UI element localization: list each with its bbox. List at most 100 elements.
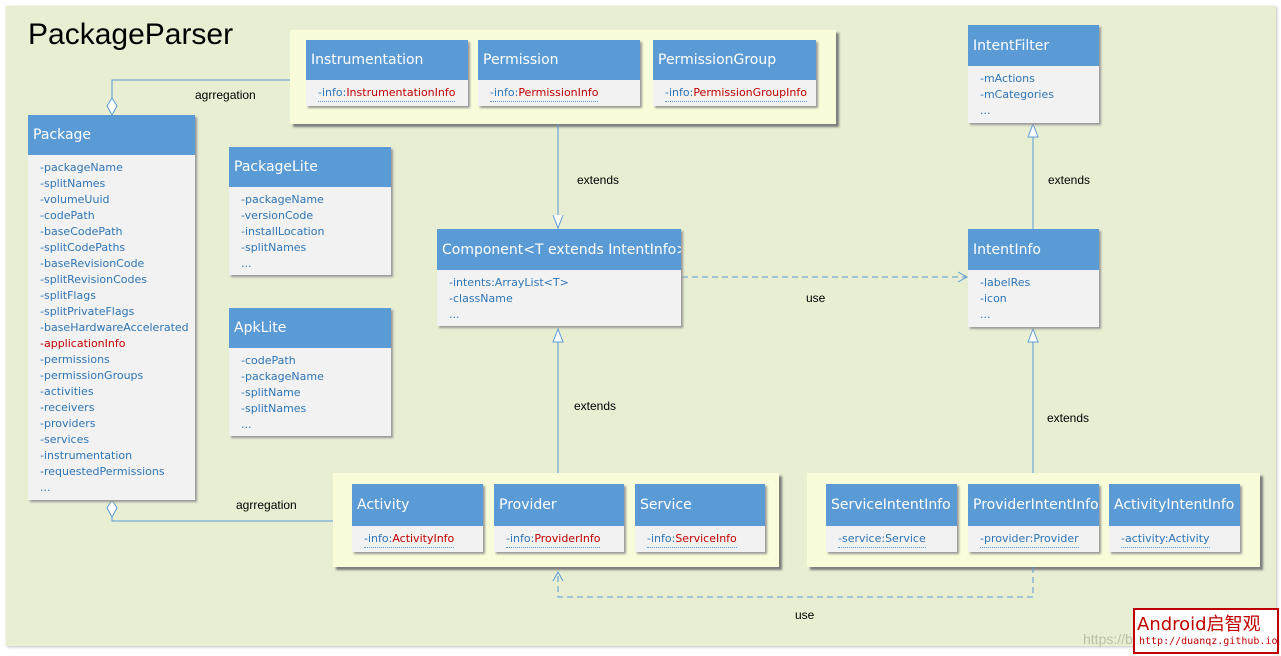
field-package-14: -activities xyxy=(40,385,94,398)
class-package-header: Package xyxy=(28,115,195,155)
field-component-0: -intents:ArrayList<T> xyxy=(449,276,569,289)
class-permissiongroup-header: PermissionGroup xyxy=(653,40,816,80)
field-providerintentinfo-provider: -provider:Provider xyxy=(980,531,1099,548)
label-aggregation-top: agrregation xyxy=(195,88,256,102)
field-package-1: -splitNames xyxy=(40,177,106,190)
class-service-header: Service xyxy=(635,484,765,526)
field-intentinfo-2: ... xyxy=(980,308,991,321)
field-packagelite-3: -splitNames xyxy=(241,241,307,254)
class-intentfilter-fields: -mActions -mCategories... xyxy=(968,66,1099,121)
field-package-0: -packageName xyxy=(40,161,123,174)
field-package-2: -volumeUuid xyxy=(40,193,110,206)
field-intentfilter-1: -mCategories xyxy=(980,88,1054,101)
field-package-6: -baseRevisionCode xyxy=(40,257,145,270)
class-service: Service -info:ServiceInfo xyxy=(635,484,765,552)
field-package-9: -splitPrivateFlags xyxy=(40,305,135,318)
field-apklite-4: ... xyxy=(241,418,252,431)
field-permission-info: -info:PermissionInfo xyxy=(490,85,640,102)
field-package-7: -splitRevisionCodes xyxy=(40,273,147,286)
aggregation-diamond-top xyxy=(106,97,118,117)
aggregation-line-bottom xyxy=(111,517,333,522)
label-aggregation-bottom: agrregation xyxy=(236,498,297,512)
field-package-13: -permissionGroups xyxy=(40,369,144,382)
use-arrow-intentinfo xyxy=(957,271,969,283)
class-permissiongroup: PermissionGroup -info:PermissionGroupInf… xyxy=(653,40,816,106)
field-packagelite-0: -packageName xyxy=(241,193,324,206)
field-service-info: -info:ServiceInfo xyxy=(647,531,765,548)
class-serviceintentinfo: ServiceIntentInfo -service:Service xyxy=(826,484,957,552)
class-activityintentinfo-header: ActivityIntentInfo xyxy=(1109,484,1240,526)
field-package-19: -requestedPermissions xyxy=(40,465,165,478)
extends-arrow-component-top xyxy=(552,214,564,230)
class-package: Package -packageName -splitNames -volumeUu… xyxy=(28,115,195,500)
class-intentinfo-header: IntentInfo xyxy=(968,229,1099,270)
class-activity: Activity -info:ActivityInfo xyxy=(352,484,483,552)
label-extends-intentinfo-service: extends xyxy=(1047,411,1090,425)
field-package-20: ... xyxy=(40,481,51,494)
diagram-title: PackageParser xyxy=(28,18,234,51)
field-intentinfo-1: -icon xyxy=(980,292,1007,305)
field-apklite-2: -splitName xyxy=(241,386,301,399)
field-packagelite-2: -installLocation xyxy=(241,225,325,238)
field-package-18: -instrumentation xyxy=(40,449,133,462)
class-intentinfo: IntentInfo -labelRes-icon... xyxy=(968,229,1099,327)
field-package-11: -applicationInfo xyxy=(40,337,126,350)
class-instrumentation-header: Instrumentation xyxy=(306,40,468,80)
extends-arrow-intentfilter xyxy=(1027,122,1039,138)
field-component-2: ... xyxy=(449,308,460,321)
class-component-fields: -intents:ArrayList<T> -className... xyxy=(437,270,681,325)
field-package-5: -splitCodePaths xyxy=(40,241,126,254)
field-intentfilter-0: -mActions xyxy=(980,72,1035,85)
field-apklite-3: -splitNames xyxy=(241,402,307,415)
field-package-10: -baseHardwareAccelerated xyxy=(40,321,189,334)
class-packagelite: PackageLite -packageName -versionCode -ins… xyxy=(229,147,391,275)
use-arrow-bottom xyxy=(552,570,564,582)
field-package-16: -providers xyxy=(40,417,96,430)
label-extends-intentinfo-filter: extends xyxy=(1048,173,1091,187)
class-apklite-header: ApkLite xyxy=(229,308,391,348)
class-intentinfo-fields: -labelRes-icon... xyxy=(968,270,1099,325)
field-provider-info: -info:ProviderInfo xyxy=(506,531,624,548)
field-serviceintentinfo-service: -service:Service xyxy=(838,531,957,548)
class-packagelite-fields: -packageName -versionCode -installLocation… xyxy=(229,187,391,274)
field-apklite-1: -packageName xyxy=(241,370,324,383)
field-apklite-0: -codePath xyxy=(241,354,296,367)
use-line-bottom xyxy=(557,567,1034,598)
class-providerintentinfo: ProviderIntentInfo -provider:Provider xyxy=(968,484,1099,552)
class-activity-header: Activity xyxy=(352,484,483,526)
field-package-4: -baseCodePath xyxy=(40,225,123,238)
class-activityintentinfo: ActivityIntentInfo -activity:Activity xyxy=(1109,484,1240,552)
label-use-component-intentinfo: use xyxy=(806,291,826,305)
field-component-1: -className xyxy=(449,292,513,305)
class-provider-header: Provider xyxy=(494,484,624,526)
field-activity-info: -info:ActivityInfo xyxy=(364,531,483,548)
aggregation-line-top xyxy=(111,79,290,98)
watermark-site: http://duanqz.github.io xyxy=(1139,636,1278,647)
class-permission: Permission -info:PermissionInfo xyxy=(478,40,640,106)
field-package-15: -receivers xyxy=(40,401,95,414)
field-packagelite-1: -versionCode xyxy=(241,209,314,222)
class-instrumentation: Instrumentation -info:InstrumentationInf… xyxy=(306,40,468,106)
field-activityintentinfo-activity: -activity:Activity xyxy=(1121,531,1240,548)
class-apklite-fields: -codePath -packageName -splitName -splitNam… xyxy=(229,348,391,435)
label-extends-component-activity: extends xyxy=(574,399,617,413)
field-permissiongroup-info: -info:PermissionGroupInfo xyxy=(665,85,816,102)
field-packagelite-4: ... xyxy=(241,257,252,270)
class-packagelite-header: PackageLite xyxy=(229,147,391,187)
class-intentfilter-header: IntentFilter xyxy=(968,25,1099,66)
field-package-8: -splitFlags xyxy=(40,289,96,302)
class-component: Component<T extends IntentInfo> -intents… xyxy=(437,229,681,326)
field-instrumentation-info: -info:InstrumentationInfo xyxy=(318,85,468,102)
field-intentfilter-2: ... xyxy=(980,104,991,117)
class-providerintentinfo-header: ProviderIntentInfo xyxy=(968,484,1099,526)
label-extends-permission-component: extends xyxy=(577,173,620,187)
field-package-12: -permissions xyxy=(40,353,110,366)
class-provider: Provider -info:ProviderInfo xyxy=(494,484,624,552)
watermark-logo: Android启智观 http://duanqz.github.io xyxy=(1133,608,1279,654)
class-permission-header: Permission xyxy=(478,40,640,80)
aggregation-diamond-bottom xyxy=(106,499,118,519)
field-package-3: -codePath xyxy=(40,209,95,222)
class-component-header: Component<T extends IntentInfo> xyxy=(437,229,681,270)
